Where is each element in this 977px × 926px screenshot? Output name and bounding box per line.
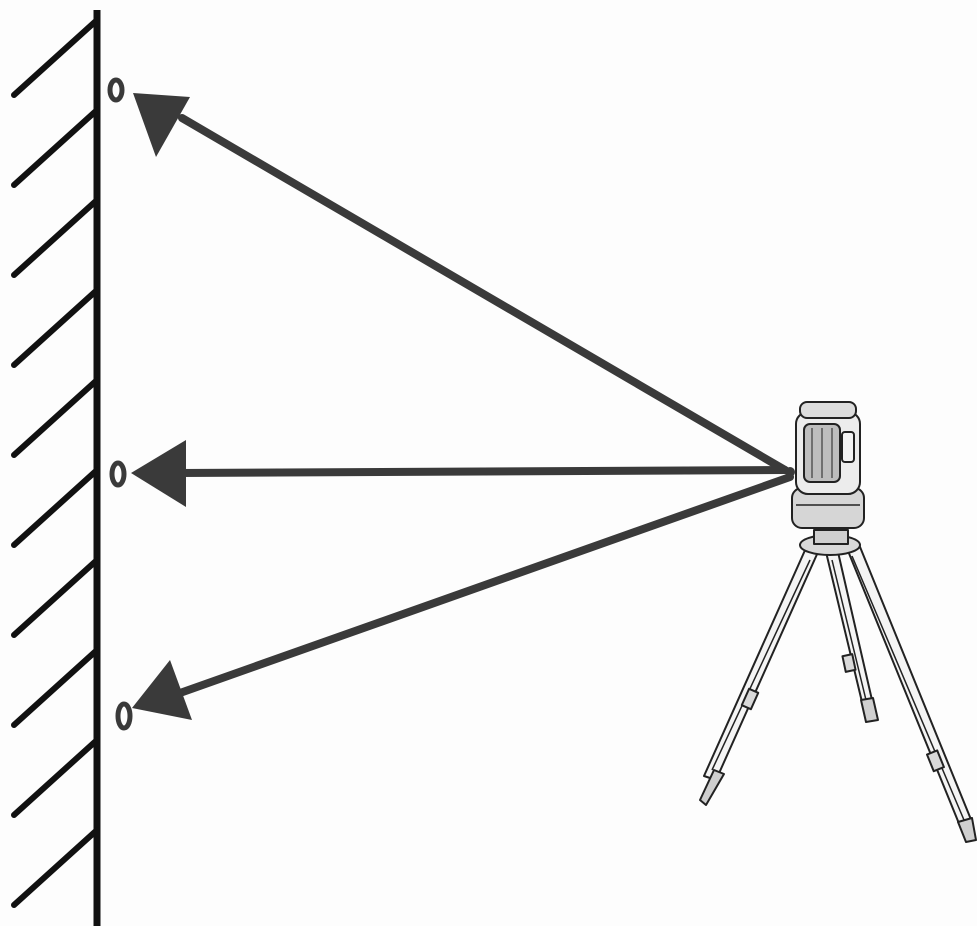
wall-hatch-line bbox=[14, 830, 97, 905]
wall-hatch-line bbox=[14, 20, 97, 95]
wall-hatch-line bbox=[14, 740, 97, 815]
tripod bbox=[700, 530, 976, 842]
beam-to-top bbox=[133, 93, 785, 470]
wall-hatch-line bbox=[14, 290, 97, 365]
laser-beams bbox=[131, 93, 790, 720]
target-top bbox=[110, 80, 122, 100]
beam-to-bottom bbox=[132, 477, 790, 720]
wall-hatch-line bbox=[14, 560, 97, 635]
laser-level-body bbox=[785, 402, 864, 528]
wall-hatch-line bbox=[14, 650, 97, 725]
target-middle bbox=[112, 463, 124, 485]
laser-aperture bbox=[785, 467, 795, 477]
arrowhead-middle bbox=[131, 440, 186, 507]
wall-hatch-line bbox=[14, 470, 97, 545]
wall-hatching bbox=[14, 20, 97, 905]
wall-hatch-line bbox=[14, 200, 97, 275]
target-bottom bbox=[118, 704, 130, 728]
wall bbox=[14, 10, 97, 926]
arrowhead-top bbox=[133, 93, 190, 157]
beam-to-middle bbox=[131, 440, 785, 507]
instrument-top-cap bbox=[800, 402, 856, 418]
wall-hatch-line bbox=[14, 380, 97, 455]
wall-targets bbox=[110, 80, 130, 728]
wall-hatch-line bbox=[14, 110, 97, 185]
